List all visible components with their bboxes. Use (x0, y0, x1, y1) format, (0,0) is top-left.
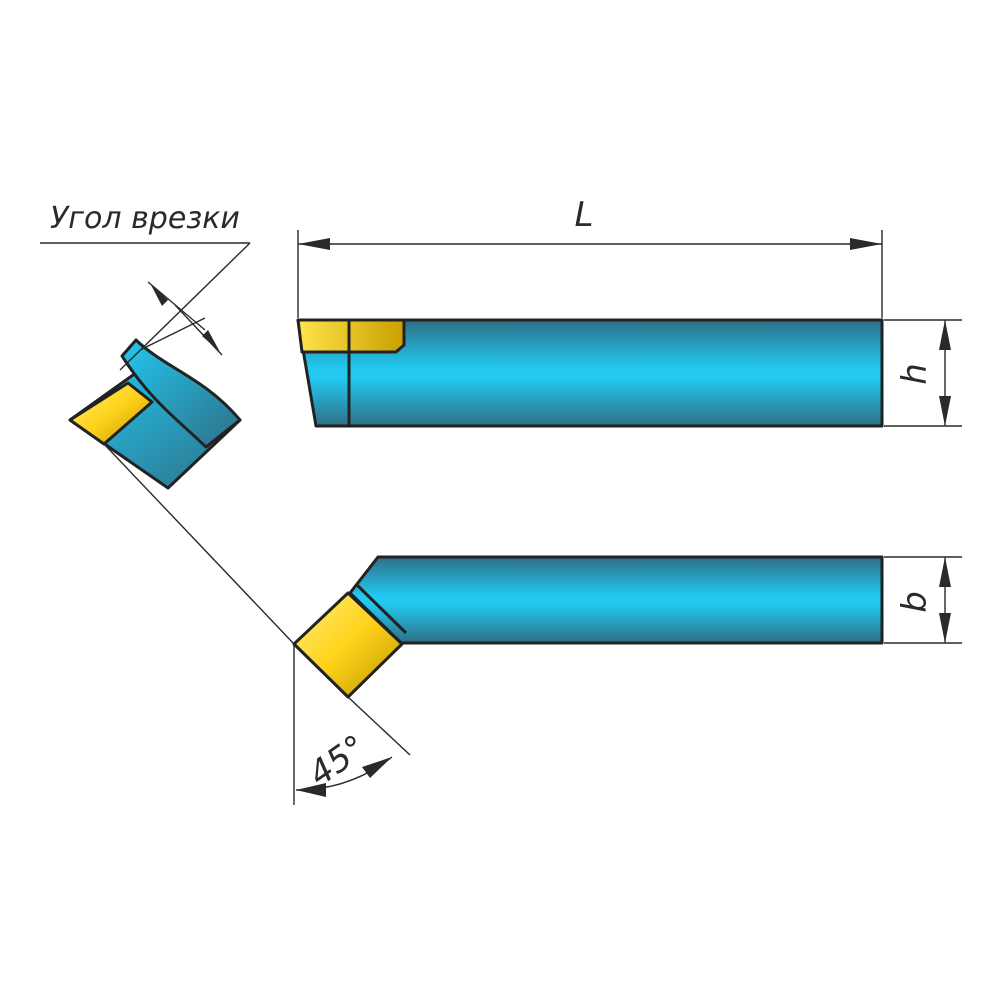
dimension-width: b (884, 556, 962, 644)
side-view-body (296, 318, 884, 428)
width-label: b (895, 591, 935, 613)
end-view-insert (68, 381, 154, 446)
top-view-insert (292, 591, 404, 699)
side-view-insert (296, 318, 406, 354)
angle-label: 45° (302, 727, 374, 794)
projection-line (103, 443, 295, 645)
end-view (68, 338, 242, 490)
top-view (292, 555, 884, 699)
top-view-body (348, 555, 884, 645)
dimension-height: h (884, 319, 962, 427)
callout-leader (119, 242, 251, 371)
cutting-angle-callout: Угол врезки (40, 201, 295, 645)
end-view-shank (120, 338, 242, 449)
height-label: h (895, 363, 935, 385)
top-view-insert-seat (355, 583, 408, 635)
length-label: L (575, 195, 594, 235)
side-view (296, 318, 884, 428)
dimension-length: L (297, 195, 883, 318)
cutting-angle-label: Угол врезки (50, 201, 240, 236)
